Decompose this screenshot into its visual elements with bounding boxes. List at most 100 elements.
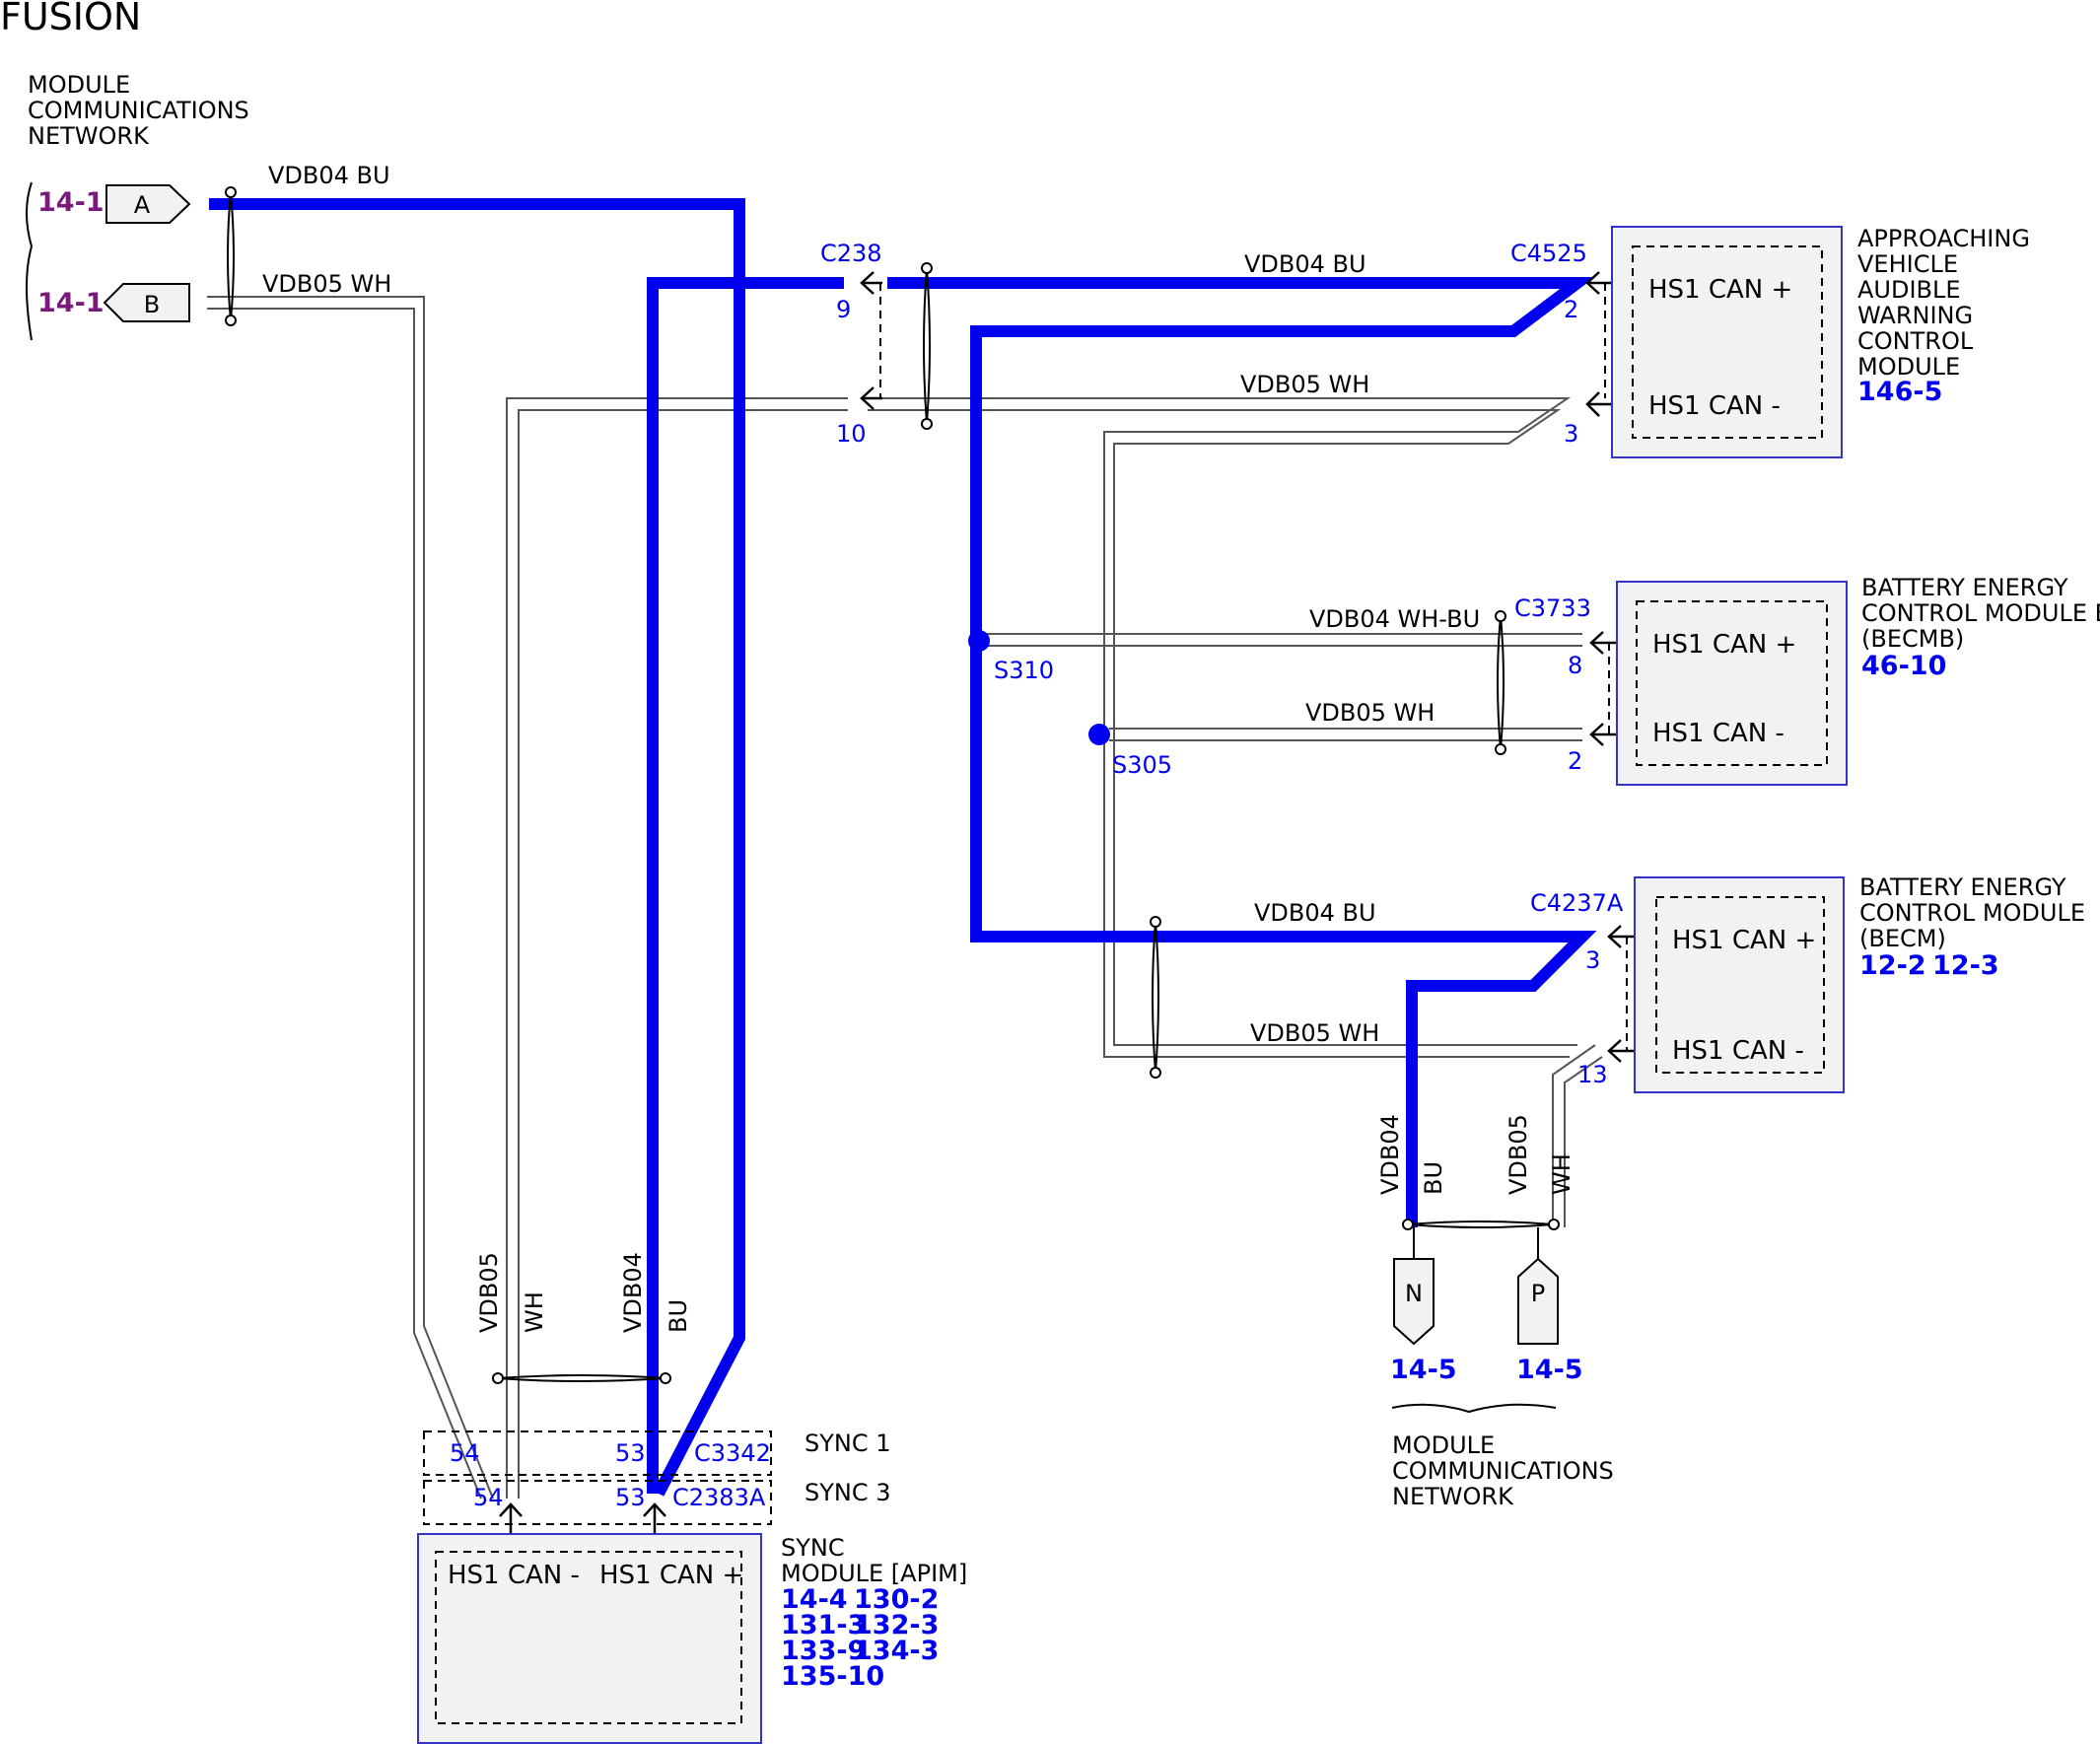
bu-wire-sync-to-c238	[647, 277, 844, 1494]
wire-becm-bu: VDB04 BU	[1254, 899, 1376, 927]
conn-c238-pin10: 10	[836, 420, 867, 448]
wh-wires	[207, 296, 1603, 1500]
conn-c3733-pin8: 8	[1568, 652, 1582, 679]
wire-sync-wh-a: VDB05	[475, 1252, 503, 1333]
twisted-pair-symbols	[225, 186, 1560, 1384]
becmb-pin-plus: HS1 CAN +	[1652, 630, 1796, 660]
conn-c2383a-pin53: 53	[615, 1484, 646, 1511]
conn-c3733-pin2: 2	[1568, 747, 1582, 775]
mcn-ref-p: 14-5	[1516, 1355, 1583, 1385]
mcn-bottom-line1: MODULE	[1392, 1431, 1495, 1459]
apim-ref-4a: 135-10	[781, 1661, 884, 1692]
conn-c4237a: C4237A	[1530, 889, 1624, 917]
apim-name1: SYNC	[781, 1534, 845, 1562]
apim-ref-3b: 134-3	[854, 1636, 939, 1666]
becmb-pin-minus: HS1 CAN -	[1652, 719, 1785, 748]
conn-c4525-pin3: 3	[1564, 420, 1578, 448]
wire-vert-wh-b: WH	[1548, 1153, 1575, 1195]
mcn-top-line2: COMMUNICATIONS	[28, 97, 249, 124]
conn-b-label: B	[144, 291, 160, 318]
becm-name1: BATTERY ENERGY	[1859, 873, 2066, 901]
conn-c4525-pin2: 2	[1564, 296, 1578, 323]
conn-c238: C238	[820, 240, 882, 267]
bu-wires	[209, 198, 1597, 1497]
becmb-ref: 46-10	[1861, 651, 1946, 681]
mcn-bottom-line2: COMMUNICATIONS	[1392, 1457, 1614, 1485]
wire-vert-bu-b: BU	[1420, 1161, 1447, 1195]
avawcm-name5: CONTROL	[1857, 327, 1974, 355]
wh-wire-b-to-sync	[207, 296, 494, 1500]
wh-wire-to-p	[1552, 1044, 1596, 1227]
becm-pin-plus: HS1 CAN +	[1672, 926, 1816, 955]
connector-arrows	[499, 271, 1656, 1553]
mcn-ref-b: 14-1	[37, 288, 105, 318]
wire-avawcm-bu: VDB04 BU	[1244, 250, 1366, 278]
mcn-top-line1: MODULE	[28, 71, 130, 99]
conn-c2383a-pin54: 54	[473, 1484, 504, 1511]
conn-c3342-pin54: 54	[450, 1439, 480, 1467]
sync3-label: SYNC 3	[805, 1479, 891, 1506]
avawcm-ref: 146-5	[1857, 377, 1942, 407]
conn-c3342-pin53: 53	[615, 1439, 646, 1467]
mcn-top-line3: NETWORK	[28, 122, 150, 150]
splice-s310	[968, 630, 990, 652]
avawcm-pin-minus: HS1 CAN -	[1648, 391, 1781, 421]
wire-becmb-bu: VDB04 WH-BU	[1309, 605, 1480, 633]
avawcm-name2: VEHICLE	[1857, 250, 1958, 278]
bu-wire-c238-to-c4525-c4237a	[887, 277, 1597, 1227]
becm-ref2: 12-3	[1932, 950, 1999, 981]
splice-s305	[1088, 724, 1110, 745]
conn-c4525: C4525	[1510, 240, 1587, 267]
apim-ref-1a: 14-4	[781, 1584, 848, 1615]
wire-top-bu: VDB04 BU	[268, 162, 390, 189]
apim-name2: MODULE [APIM]	[781, 1560, 967, 1587]
mcn-top-connectors	[26, 181, 191, 341]
wire-becmb-wh: VDB05 WH	[1305, 699, 1435, 727]
avawcm-name4: WARNING	[1857, 302, 1973, 329]
conn-n-label: N	[1405, 1280, 1423, 1307]
wire-top-wh: VDB05 WH	[262, 270, 391, 298]
mcn-ref-n: 14-5	[1390, 1355, 1457, 1385]
conn-c3342: C3342	[694, 1439, 771, 1467]
sync1-label: SYNC 1	[805, 1430, 891, 1457]
becm-ref1: 12-2	[1859, 950, 1926, 981]
avawcm-name3: AUDIBLE	[1857, 276, 1961, 304]
conn-c238-pin9: 9	[836, 296, 851, 323]
becmb-name3: (BECMB)	[1861, 625, 1964, 653]
becmb-name1: BATTERY ENERGY	[1861, 574, 2068, 601]
mcn-bottom-connectors	[1391, 1227, 1559, 1414]
conn-a-label: A	[134, 191, 151, 219]
splice-s305-label: S305	[1112, 751, 1172, 779]
connector-dashes	[423, 283, 1628, 1525]
apim-pin-minus: HS1 CAN -	[448, 1561, 580, 1590]
wh-wire-c238-to-c4525	[868, 397, 1572, 1058]
conn-c4237a-pin13: 13	[1577, 1061, 1608, 1088]
avawcm-name6: MODULE	[1857, 353, 1960, 381]
wire-sync-bu-a: VDB04	[619, 1252, 647, 1333]
wire-vert-bu-a: VDB04	[1376, 1114, 1404, 1195]
page-title: FUSION	[0, 0, 141, 38]
apim-ref-1b: 130-2	[854, 1584, 939, 1615]
becmb-name2: CONTROL MODULE B	[1861, 599, 2100, 627]
conn-c3733: C3733	[1514, 594, 1591, 622]
avawcm-name1: APPROACHING	[1857, 225, 2030, 252]
apim-ref-3a: 133-9	[781, 1636, 866, 1666]
module-boxes	[417, 226, 1848, 1744]
conn-p-label: P	[1531, 1280, 1545, 1307]
bu-wire-a-to-sync	[209, 198, 745, 1497]
apim-ref-2a: 131-3	[781, 1610, 866, 1640]
becm-name2: CONTROL MODULE	[1859, 899, 2085, 927]
apim-ref-2b: 132-3	[854, 1610, 939, 1640]
wire-vert-wh-a: VDB05	[1505, 1114, 1532, 1195]
wire-becm-wh: VDB05 WH	[1250, 1019, 1379, 1047]
mcn-bottom-line3: NETWORK	[1392, 1483, 1514, 1510]
wire-sync-bu-b: BU	[665, 1299, 692, 1333]
conn-c2383a: C2383A	[672, 1484, 766, 1511]
avawcm-pin-plus: HS1 CAN +	[1648, 275, 1792, 305]
wire-sync-wh-b: WH	[521, 1291, 548, 1333]
apim-pin-plus: HS1 CAN +	[599, 1561, 743, 1590]
mcn-ref-a: 14-1	[37, 187, 105, 218]
conn-c4237a-pin3: 3	[1585, 946, 1600, 974]
becm-pin-minus: HS1 CAN -	[1672, 1036, 1804, 1066]
